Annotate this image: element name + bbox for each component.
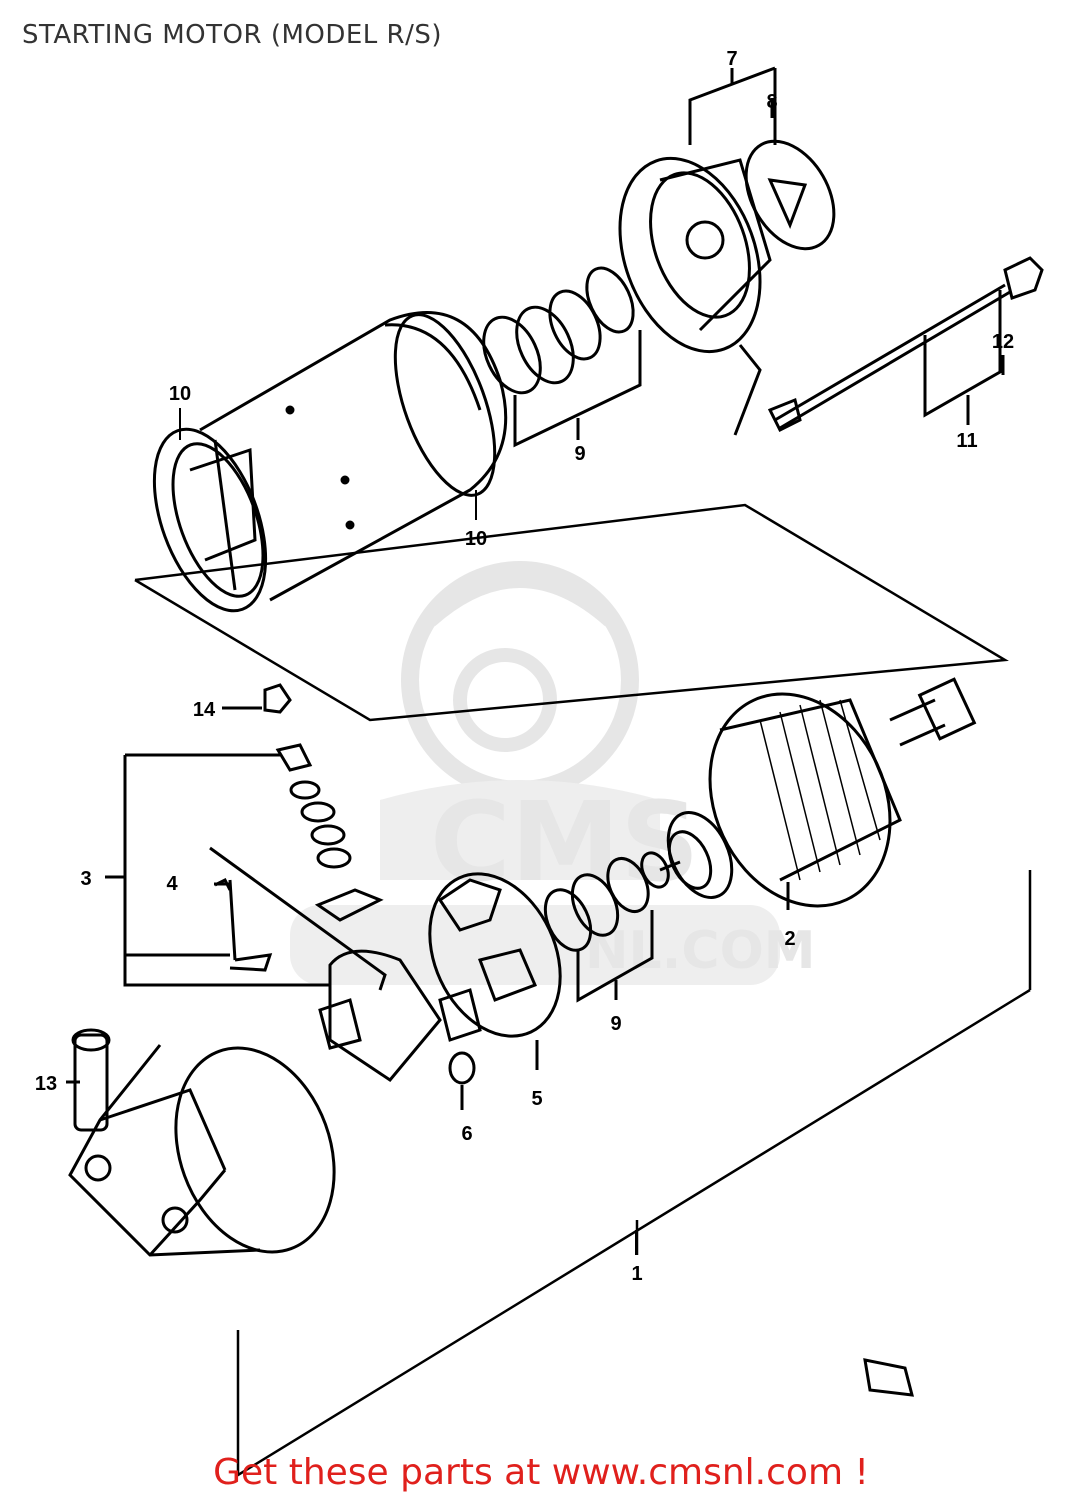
callout-11: 11 — [956, 430, 977, 452]
callout-5: 5 — [531, 1088, 542, 1110]
assembly-frame — [134, 503, 1032, 1478]
brush-holder — [318, 872, 562, 1110]
callout-9-lower: 9 — [610, 1013, 621, 1035]
callout-10-left: 10 — [169, 383, 191, 405]
through-bolt — [733, 256, 1044, 436]
cms-watermark: CMS NL.COM — [290, 561, 816, 985]
end-cover — [618, 66, 836, 354]
callout-10-lower: 10 — [465, 528, 487, 550]
diagram-code-glyph — [863, 1358, 915, 1397]
page-title: STARTING MOTOR (MODEL R/S) — [22, 20, 443, 50]
watermark-site: NL.COM — [585, 921, 816, 981]
callout-1: 1 — [631, 1263, 642, 1285]
lower-washers — [543, 851, 670, 1003]
upper-washers — [482, 266, 642, 448]
callout-9-upper: 9 — [574, 443, 585, 465]
callout-6: 6 — [461, 1123, 472, 1145]
footer-link[interactable]: Get these parts at www.cmsnl.com ! — [213, 1452, 869, 1493]
callout-labels: 1 2 3 4 5 6 7 8 9 9 10 10 11 12 13 14 — [35, 48, 1014, 1285]
terminal-stack — [105, 683, 387, 991]
callout-12: 12 — [992, 331, 1014, 353]
yoke-housing — [152, 311, 508, 613]
callout-3: 3 — [80, 868, 91, 890]
leader-lines — [179, 408, 637, 1255]
callout-14: 14 — [193, 699, 216, 721]
callout-13: 13 — [35, 1073, 57, 1095]
callout-4: 4 — [166, 873, 178, 895]
callout-8: 8 — [766, 91, 777, 113]
callout-7: 7 — [726, 48, 737, 70]
armature — [659, 677, 977, 910]
front-housing — [66, 1028, 336, 1257]
callout-2: 2 — [784, 928, 795, 950]
